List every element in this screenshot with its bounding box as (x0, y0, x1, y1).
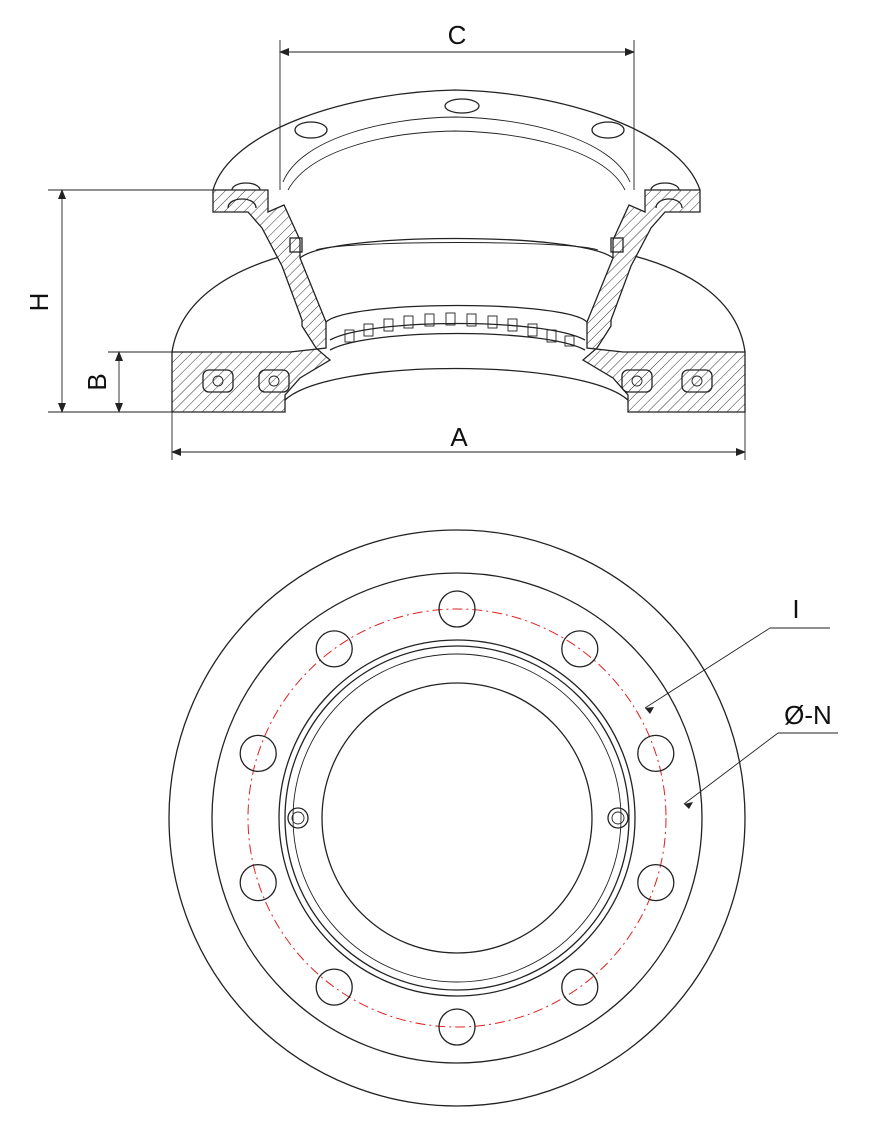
front-view (168, 529, 746, 1107)
section-left (171, 189, 332, 413)
bolt-hole (239, 734, 277, 773)
dimension-c: C (279, 20, 635, 190)
flange-cut-right (655, 198, 683, 209)
hub-outer-circle (278, 639, 636, 997)
flange-inner-arc (282, 116, 631, 183)
flange-cut-left (227, 198, 257, 209)
center-bore-circle (321, 682, 593, 954)
flange-hole-left (294, 121, 328, 139)
vane-pocket-2 (258, 369, 290, 393)
label-h: H (24, 293, 54, 312)
label-n: Ø-N (784, 700, 832, 730)
leader-i: I (644, 594, 830, 714)
disc-arc-left (171, 251, 299, 353)
abs-tone-ring (329, 312, 586, 351)
vane-pocket-1 (202, 369, 234, 393)
bolt-hole (637, 734, 675, 773)
bolt-hole (637, 863, 675, 902)
vane-pocket-4 (681, 369, 713, 393)
bolt-hole (438, 590, 476, 628)
bolt-hole (561, 968, 599, 1006)
bore-top (299, 237, 614, 259)
label-c: C (448, 20, 467, 50)
hub-inner-step (292, 653, 622, 983)
disc-arc-right (617, 251, 746, 353)
dowel-hole-right (607, 807, 629, 829)
pitch-circle (247, 608, 667, 1028)
bolt-hole (438, 1008, 476, 1046)
bore-step (325, 304, 588, 323)
flange-hole-right (591, 121, 625, 139)
flange-outer-arc (212, 89, 701, 191)
label-i: I (792, 594, 799, 624)
dimension-a: A (171, 412, 746, 460)
label-a: A (450, 422, 468, 452)
flange-hole-center (444, 98, 480, 114)
dimension-b: B (82, 351, 172, 413)
leader-n: Ø-N (683, 700, 838, 809)
disc-outer-circle (168, 529, 746, 1107)
section-view (171, 89, 746, 413)
bolt-hole (561, 630, 599, 668)
bolt-hole (239, 863, 277, 902)
label-b: B (82, 373, 112, 390)
bolt-hole (315, 968, 353, 1006)
bolt-holes (239, 590, 675, 1046)
hub-step-circle (284, 645, 630, 991)
dowel-hole-left (287, 807, 309, 829)
bolt-hole (315, 630, 353, 668)
vane-pocket-3 (621, 369, 653, 393)
dimension-h: H (24, 189, 213, 413)
hub-bore-arc (287, 130, 626, 191)
friction-ring-circle (211, 572, 703, 1064)
disc-inner-arc (284, 367, 629, 401)
